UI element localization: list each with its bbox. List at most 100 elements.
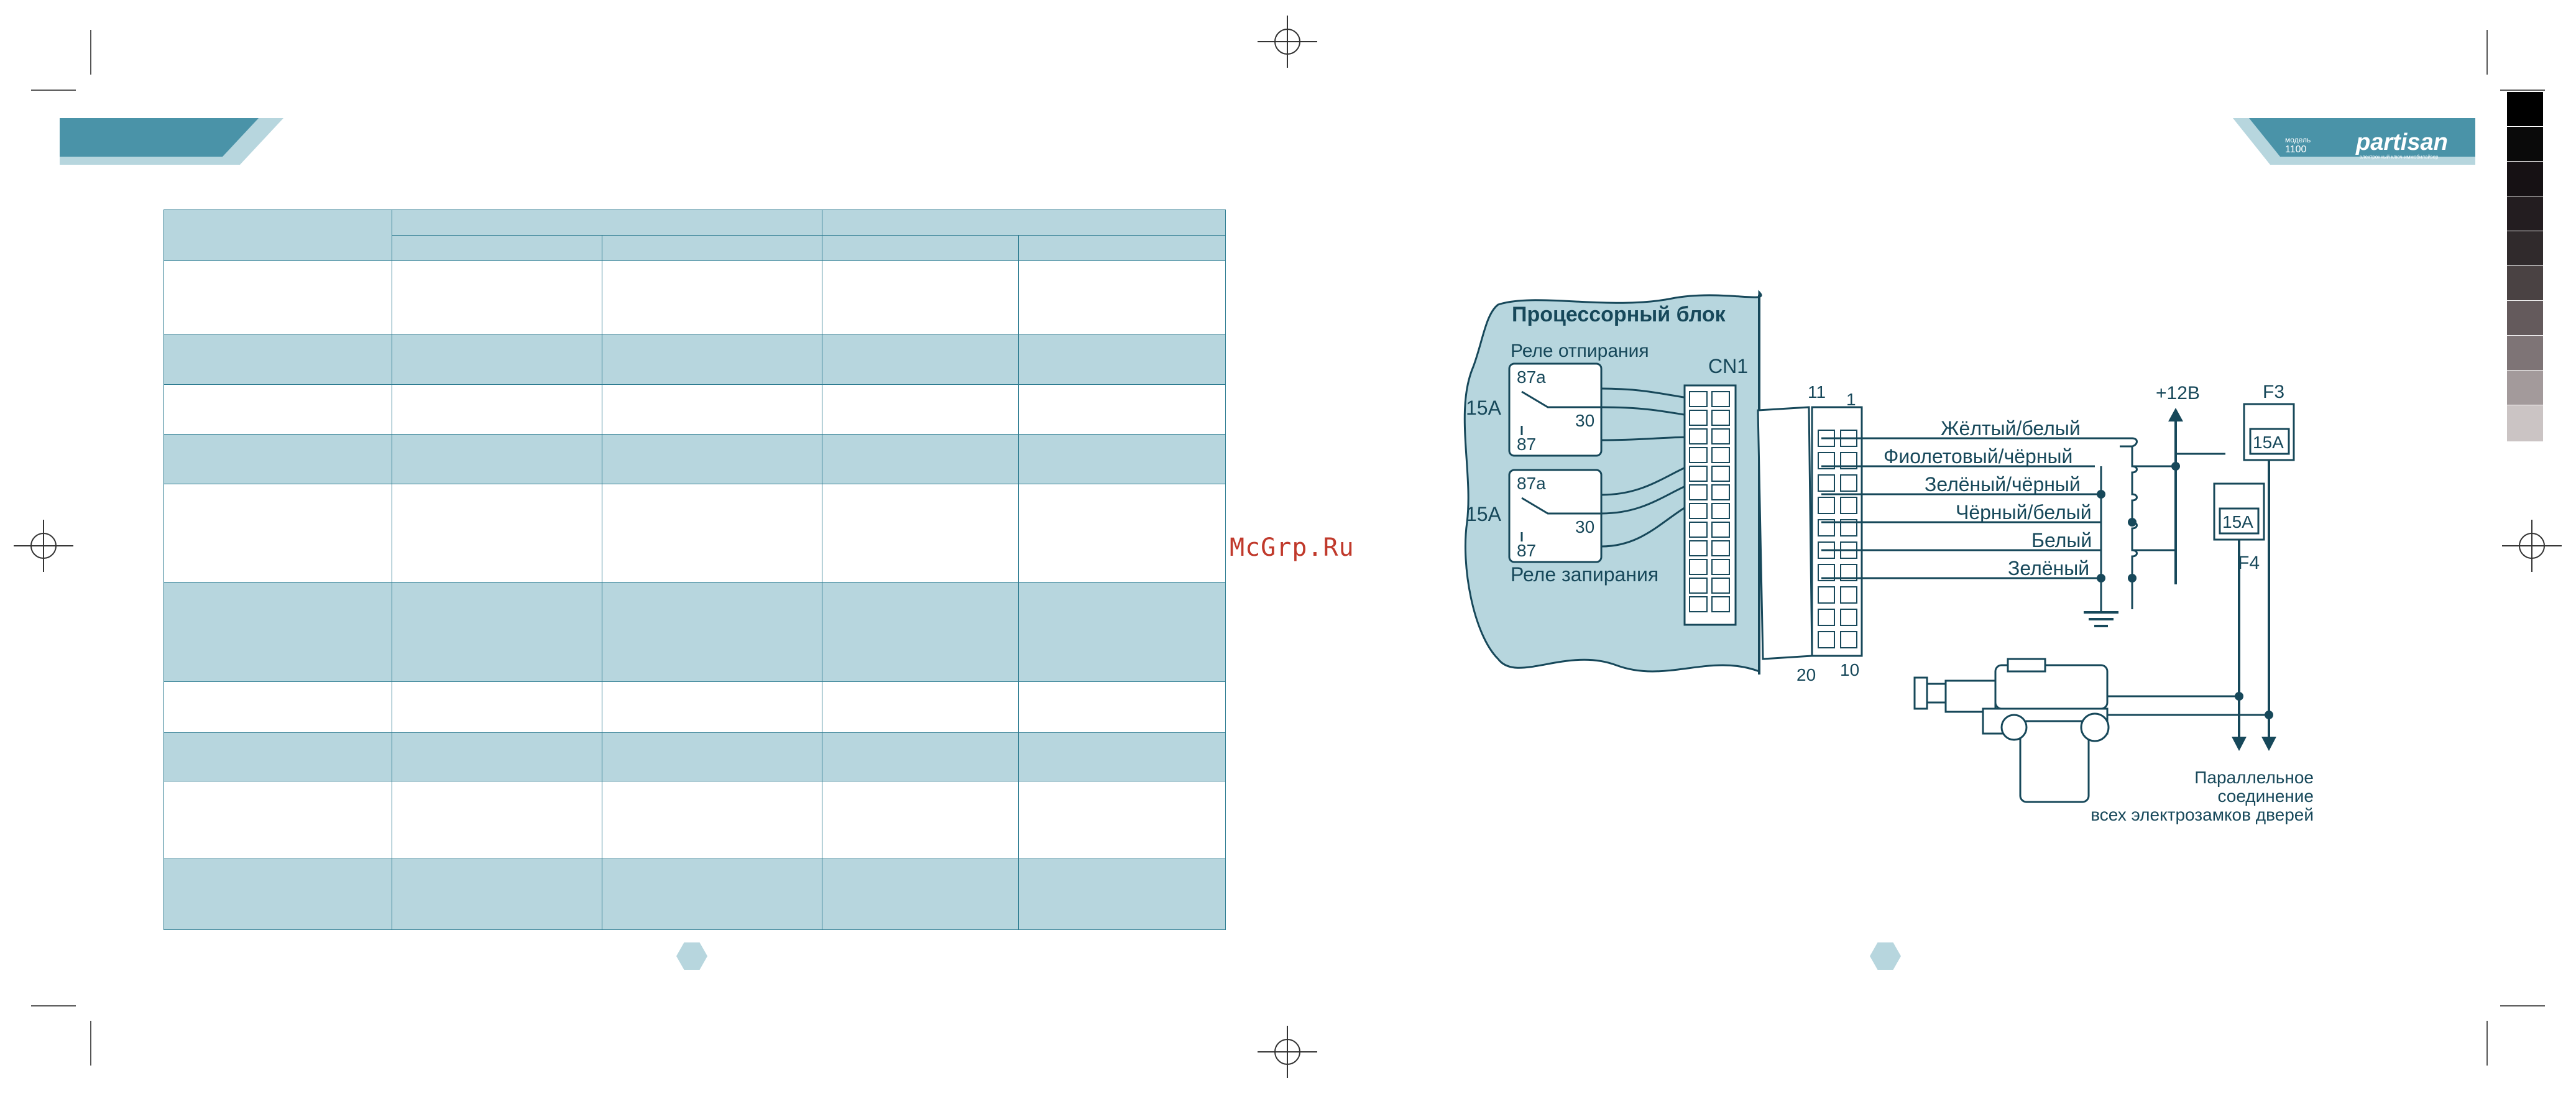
connector-pin [1711,596,1730,612]
connector-pin [1840,609,1857,626]
page-number-marker [1870,942,1901,970]
wire-label: Белый [2031,529,2092,551]
parallel-note: всех электрозамков дверей [2091,805,2314,824]
pin-label: 87 [1517,541,1536,560]
connector-pin [1689,428,1708,444]
color-swatch [2507,336,2543,370]
junction-dot [2235,692,2243,701]
pin-label: 30 [1575,517,1594,536]
table-row [163,434,1226,484]
table-cell [602,235,822,261]
connector-pin [1711,522,1730,538]
color-swatch [2507,405,2543,441]
relay-lock-box [1508,469,1603,563]
connector-pin [1840,631,1857,648]
connector-pin [1840,586,1857,604]
table-row [163,732,1226,781]
table-cell [163,210,392,261]
registration-mark [14,520,73,572]
connector-pin [1689,410,1708,426]
pin-label: 87a [1517,367,1546,387]
fuse-f3: 15A [2243,403,2295,461]
connector-pin [1818,631,1835,648]
connector-pin [1711,447,1730,463]
model-number: 1100 [2285,144,2307,155]
pin-label: 87 [1517,435,1536,454]
table-row [163,859,1226,930]
table-cell [392,210,822,236]
wire-label: Чёрный/белый [1956,501,2092,523]
table-row [163,260,1226,335]
junction-dot [2128,574,2137,583]
pin-label: 87a [1517,474,1546,493]
table-cell [822,210,1226,236]
arrow-down-icon [2232,737,2247,751]
table-row [163,484,1226,583]
fuse-rating: 15A [2253,433,2284,452]
pin-label: 11 [1808,382,1826,402]
parallel-note: соединение [2217,786,2314,806]
wire-label: Жёлтый/белый [1941,417,2081,440]
junction-dot [2265,711,2273,719]
color-swatch [2507,371,2543,405]
connector-pin [1818,586,1835,604]
watermark: McGrp.Ru [1230,533,1355,562]
connector-pin [1689,522,1708,538]
connector-pin [1689,466,1708,482]
color-swatch [2507,162,2543,196]
table-row [163,582,1226,682]
junction-dot [2171,462,2180,471]
pin-label: 10 [1840,660,1859,679]
fuse-f4-label: F4 [2238,553,2260,573]
crop-mark [2500,1005,2545,1006]
connector-pin [1689,391,1708,407]
ground-icon [2084,578,2118,627]
model-label: модель [2285,136,2311,144]
connector-pin [1689,484,1708,500]
header-tab-right [2233,118,2475,165]
pin-label: 30 [1575,411,1594,430]
relay-lock-label: Реле запирания [1511,563,1658,586]
wiring-diagram: Процессорный блок Реле отпирания Реле за… [1463,290,2314,824]
connector-pin [1711,540,1730,556]
connector-pin [1689,578,1708,594]
relay-unlock-box [1508,362,1603,457]
crop-mark [90,1021,91,1066]
crop-mark [2486,30,2488,75]
arrow-up-icon [2168,408,2183,421]
registration-mark [2502,520,2562,572]
color-swatch [2507,231,2543,265]
supply-label: +12В [2156,383,2200,403]
parallel-note: Параллельное [2194,768,2314,787]
connector-pin [1711,466,1730,482]
connector-pin [1818,609,1835,626]
fuse-rating-left-top: 15A [1466,397,1502,419]
connector-pin [1689,447,1708,463]
fuse-f4: 15A [2213,482,2265,541]
junction-dot [2128,518,2137,527]
crop-mark [90,30,91,75]
wire-label: Зелёный [2008,557,2089,579]
arrow-down-icon [2261,737,2276,751]
pin-label: 1 [1846,390,1856,409]
connector-pin [1840,497,1857,514]
table-row [163,781,1226,859]
crop-mark [2486,1021,2488,1066]
table-cell [1018,235,1226,261]
crop-mark [31,1005,76,1006]
color-swatch [2507,92,2543,126]
registration-mark [1258,16,1317,68]
connector-pin [1689,540,1708,556]
page-number-marker [676,942,707,970]
specs-table [163,210,1226,930]
connector-label: CN1 [1708,355,1748,377]
color-swatch [2507,301,2543,335]
connector-pin [1711,559,1730,575]
connector-pin [1711,410,1730,426]
door-lock-actuator-icon [1913,658,2110,803]
connector-pin [1818,474,1835,492]
wiring-harness-block [1757,406,1813,660]
fuse-f3-label: F3 [2263,382,2284,402]
connector-pin [1818,497,1835,514]
processor-title: Процессорный блок [1512,303,1726,326]
